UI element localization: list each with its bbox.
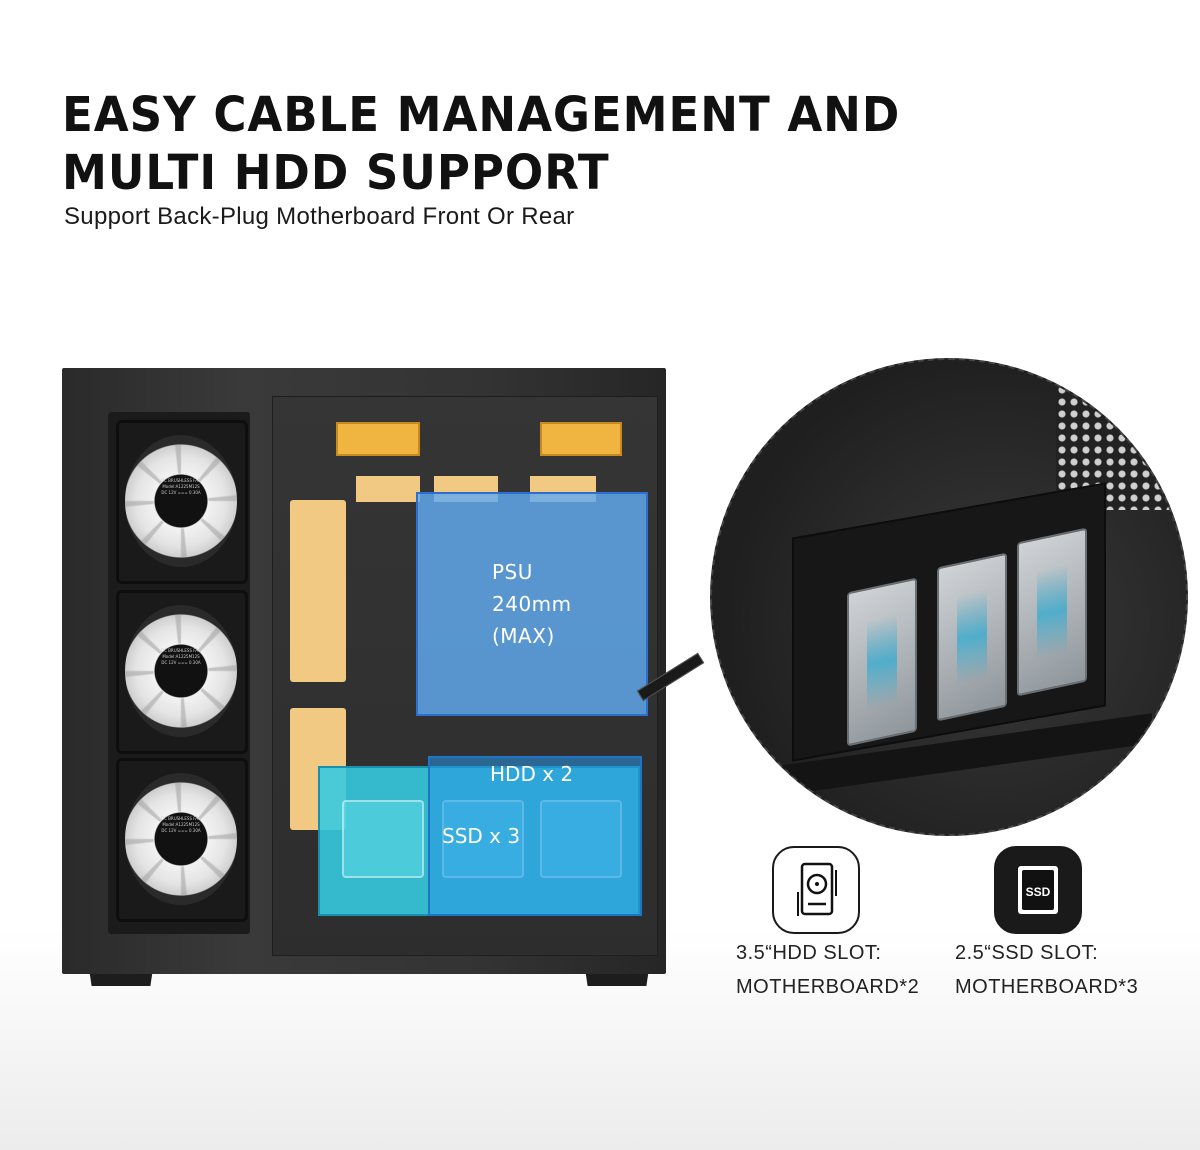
ssd-brand-mark	[957, 588, 987, 686]
ssd-brand-mark	[1037, 563, 1067, 661]
page-subtitle: Support Back-Plug Motherboard Front Or R…	[64, 203, 575, 230]
title-line-2: MULTI HDD SUPPORT	[62, 145, 610, 201]
hdd-count-label: HDD x 2	[490, 762, 574, 786]
ssd-slot-caption: 2.5“SSD SLOT: MOTHERBOARD*3	[955, 942, 1139, 998]
page-title: EASY CABLE MANAGEMENT AND MULTI HDD SUPP…	[62, 86, 900, 202]
cable-cutout-side-upper	[290, 500, 346, 682]
ssd-tray	[1017, 527, 1087, 697]
fan-blades	[125, 773, 237, 905]
fan-blades	[125, 605, 237, 737]
fan-label: DC BRUSHLESS FAN Model:A1225M12S DC 12V …	[161, 816, 201, 833]
title-line-1: EASY CABLE MANAGEMENT AND	[62, 87, 901, 143]
svg-text:SSD: SSD	[1026, 885, 1051, 899]
cable-cutout-top-right	[540, 422, 622, 456]
ssd-tray	[937, 552, 1007, 722]
ssd-tray	[847, 577, 917, 747]
cable-cutout-top-left	[336, 422, 420, 456]
fan-blades	[125, 435, 237, 567]
ssd-icon: SSD	[994, 846, 1082, 934]
fan-bottom: DC BRUSHLESS FAN Model:A1225M12S DC 12V …	[116, 758, 248, 922]
fan-label: DC BRUSHLESS FAN Model:A1225M12S DC 12V …	[161, 648, 201, 665]
fan-middle: DC BRUSHLESS FAN Model:A1225M12S DC 12V …	[116, 590, 248, 754]
ssd-brand-mark	[867, 613, 897, 711]
fan-top: DC BRUSHLESS FAN Model:A1225M12S DC 12V …	[116, 420, 248, 584]
hdd-icon	[772, 846, 860, 934]
fan-label: DC BRUSHLESS FAN Model:A1225M12S DC 12V …	[161, 478, 201, 495]
ssd-count-label: SSD x 3	[442, 824, 521, 848]
hdd-slot-caption: 3.5“HDD SLOT: MOTHERBOARD*2	[736, 942, 920, 998]
zoom-detail	[710, 358, 1188, 836]
drive-bay	[342, 800, 424, 878]
mesh-panel	[1056, 360, 1186, 510]
psu-area	[416, 492, 648, 716]
hdd-area	[428, 756, 642, 916]
cable-cutout	[356, 476, 420, 502]
psu-label: PSU 240mm (MAX)	[492, 560, 572, 648]
